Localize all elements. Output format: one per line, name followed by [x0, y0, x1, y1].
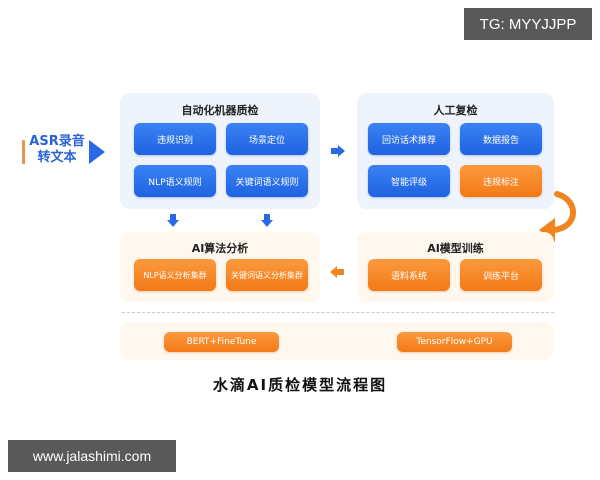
arrow-left-icon — [330, 266, 344, 278]
diagram-caption: 水滴AI质检模型流程图 — [212, 376, 388, 394]
node-training-platform[interactable]: 训练平台 — [460, 259, 542, 291]
watermark-tg: TG: MYYJJPP — [464, 8, 592, 40]
asr-label: ASR录音 转文本 — [28, 134, 86, 166]
panel-auto-qc-title: 自动化机器质检 — [181, 104, 259, 117]
arrow-down-icon-1 — [167, 214, 179, 227]
node-data-report[interactable]: 数据报告 — [460, 123, 542, 155]
node-bert-finetune[interactable]: BERT+FineTune — [164, 332, 279, 352]
arrow-right-icon — [331, 145, 345, 157]
node-scene-locate[interactable]: 场景定位 — [226, 123, 308, 155]
node-nlp-rules[interactable]: NLP语义规则 — [134, 165, 216, 197]
node-keyword-rules[interactable]: 关键词语义规则 — [226, 165, 308, 197]
panel-manual-review: 人工复检 回访话术推荐 数据报告 智能评级 违规标注 — [357, 93, 554, 209]
node-corpus-system[interactable]: 语料系统 — [368, 259, 450, 291]
node-smart-rating[interactable]: 智能评级 — [368, 165, 450, 197]
node-nlp-cluster[interactable]: NLP语义分析集群 — [134, 259, 216, 291]
panel-ai-analysis: AI算法分析 NLP语义分析集群 关键词语义分析集群 — [120, 232, 320, 302]
panel-ai-analysis-title: AI算法分析 — [191, 242, 249, 255]
asr-accent-bar — [22, 140, 25, 164]
dashed-divider — [122, 312, 554, 313]
node-tensorflow-gpu[interactable]: TensorFlow+GPU — [397, 332, 512, 352]
asr-label-line1: ASR录音 — [29, 134, 85, 149]
panel-manual-review-title: 人工复检 — [433, 104, 478, 117]
arrow-down-icon-2 — [261, 214, 273, 227]
asr-label-line2: 转文本 — [37, 150, 77, 165]
node-script-recommend[interactable]: 回访话术推荐 — [368, 123, 450, 155]
panel-auto-qc: 自动化机器质检 违规识别 场景定位 NLP语义规则 关键词语义规则 — [120, 93, 320, 209]
node-keyword-cluster[interactable]: 关键词语义分析集群 — [226, 259, 308, 291]
play-arrow-icon — [89, 140, 105, 164]
panel-ai-training: AI模型训练 语料系统 训练平台 — [357, 232, 554, 302]
watermark-site: www.jalashimi.com — [8, 440, 176, 472]
node-violation-detect[interactable]: 违规识别 — [134, 123, 216, 155]
panel-ai-training-title: AI模型训练 — [427, 242, 484, 255]
panel-infrastructure: BERT+FineTune TensorFlow+GPU — [120, 322, 554, 360]
node-violation-label[interactable]: 违规标注 — [460, 165, 542, 197]
